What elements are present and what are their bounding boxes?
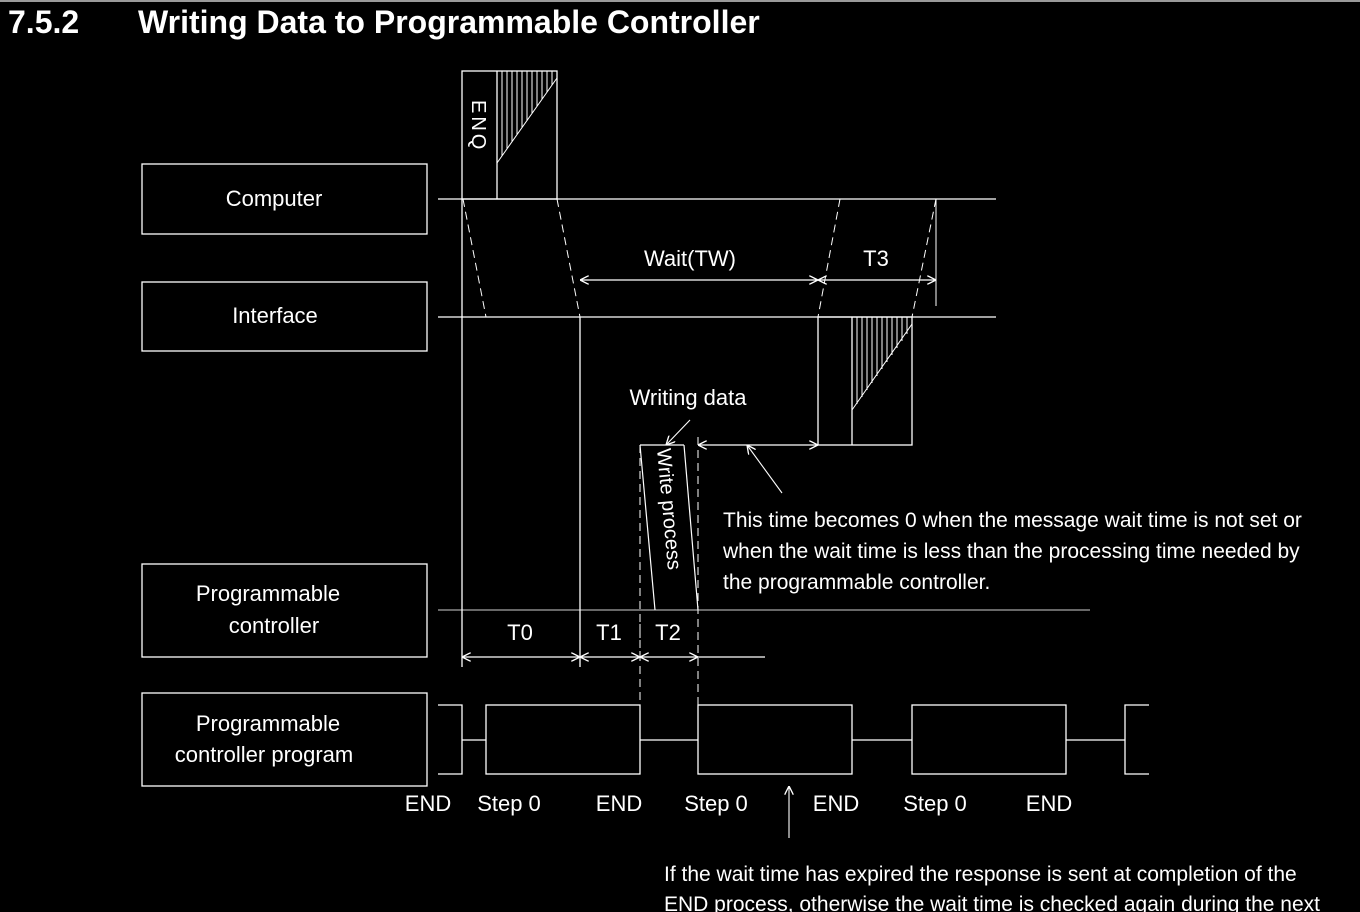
zero-note-pointer bbox=[747, 445, 783, 494]
enq-hatch bbox=[496, 71, 558, 164]
scan-block-3 bbox=[911, 704, 1067, 775]
scan-bracket-start bbox=[438, 704, 463, 775]
response-note-line-1: If the wait time has expired the respons… bbox=[664, 863, 1297, 886]
writing-data-pointer bbox=[666, 419, 691, 445]
scan-label-end-2: END bbox=[596, 791, 642, 816]
write-process: Write process bbox=[639, 437, 699, 774]
top-rule bbox=[0, 0, 1360, 2]
response-hatch bbox=[851, 317, 913, 411]
t3-label: T3 bbox=[863, 246, 889, 271]
row-label-program-2: controller program bbox=[175, 742, 354, 767]
scan-label-end-1: END bbox=[405, 791, 451, 816]
t1-label: T1 bbox=[596, 620, 622, 645]
write-process-label: Write process bbox=[652, 447, 685, 570]
scan-label-end-3: END bbox=[813, 791, 859, 816]
enq-transfer-dashes bbox=[462, 198, 937, 318]
scan-label-step-3: Step 0 bbox=[903, 791, 967, 816]
scan-label-step-2: Step 0 bbox=[684, 791, 748, 816]
row-label-program-1: Programmable bbox=[196, 711, 340, 736]
row-label-plc-1: Programmable bbox=[196, 581, 340, 606]
t0-label: T0 bbox=[507, 620, 533, 645]
scan-label-step-1: Step 0 bbox=[477, 791, 541, 816]
response-note: If the wait time has expired the respons… bbox=[664, 863, 1320, 912]
wait-label: Wait(TW) bbox=[644, 246, 736, 271]
scan-block-1 bbox=[485, 704, 641, 775]
scan-bracket-end bbox=[1124, 704, 1149, 775]
wait-note-line-2: when the wait time is less than the proc… bbox=[722, 540, 1300, 563]
enq-label: ENQ bbox=[467, 100, 489, 152]
scan-block-2 bbox=[697, 704, 853, 775]
wait-zero-note: This time becomes 0 when the message wai… bbox=[722, 509, 1302, 594]
wait-note-line-1: This time becomes 0 when the message wai… bbox=[723, 509, 1302, 532]
wait-note-line-3: the programmable controller. bbox=[723, 571, 990, 594]
row-label-interface: Interface bbox=[232, 303, 318, 328]
writing-data-label: Writing data bbox=[630, 385, 748, 410]
scan-label-end-4: END bbox=[1026, 791, 1072, 816]
row-program: Programmable controller program bbox=[141, 692, 428, 787]
section-number: 7.5.2 bbox=[8, 4, 80, 40]
row-label-plc-2: controller bbox=[229, 613, 319, 638]
row-label-computer: Computer bbox=[226, 186, 323, 211]
row-interface: Interface bbox=[141, 281, 428, 352]
response-note-line-2: END process, otherwise the wait time is … bbox=[664, 893, 1320, 912]
row-computer: Computer bbox=[141, 163, 428, 235]
row-plc: Programmable controller bbox=[141, 563, 428, 658]
section-title: Writing Data to Programmable Controller bbox=[138, 4, 760, 40]
enq-block: ENQ bbox=[461, 70, 558, 200]
t2-label: T2 bbox=[655, 620, 681, 645]
response-block bbox=[817, 316, 913, 446]
